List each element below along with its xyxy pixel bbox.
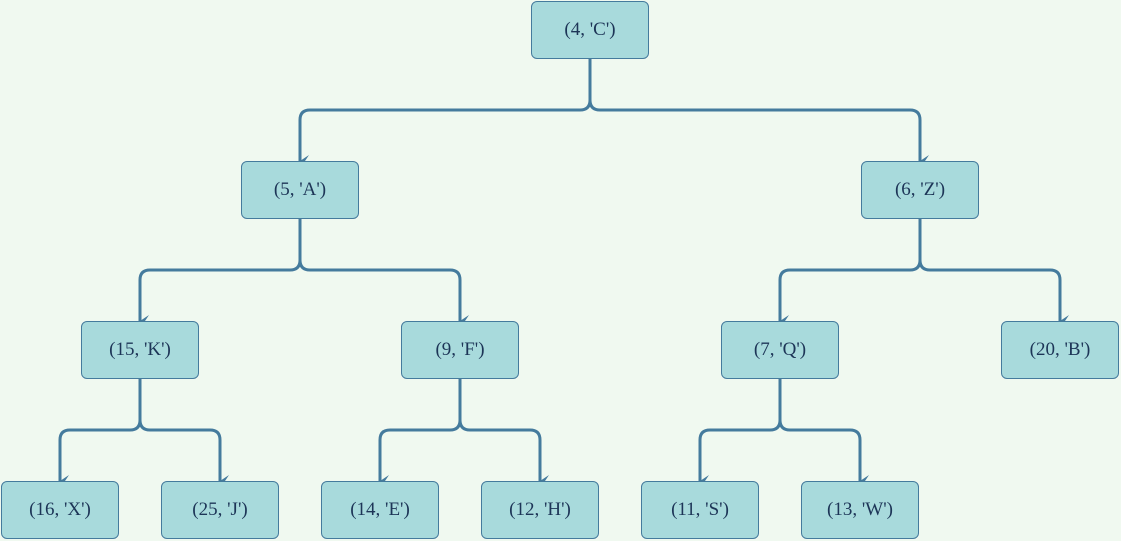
tree-node-20-b: (20, 'B') — [1001, 321, 1119, 379]
edge-n9F-to-n12H — [458, 379, 549, 487]
tree-node-11-s: (11, 'S') — [641, 481, 759, 539]
edge-n4C-to-n5A — [298, 59, 592, 167]
edge-n4C-to-n6Z — [588, 59, 929, 167]
tree-node-6-z: (6, 'Z') — [861, 161, 979, 219]
tree-node-4-c: (4, 'C') — [531, 1, 649, 59]
tree-node-25-j: (25, 'J') — [161, 481, 279, 539]
tree-node-12-h: (12, 'H') — [481, 481, 599, 539]
edge-n9F-to-n14E — [378, 379, 462, 487]
edge-n15K-to-n16X — [58, 379, 142, 487]
edge-n7Q-to-n13W — [778, 379, 869, 487]
tree-node-15-k: (15, 'K') — [81, 321, 199, 379]
edge-n6Z-to-n20B — [918, 219, 1069, 327]
tree-node-9-f: (9, 'F') — [401, 321, 519, 379]
tree-node-16-x: (16, 'X') — [1, 481, 119, 539]
tree-node-5-a: (5, 'A') — [241, 161, 359, 219]
edge-n5A-to-n15K — [138, 219, 302, 327]
tree-node-14-e: (14, 'E') — [321, 481, 439, 539]
tree-node-7-q: (7, 'Q') — [721, 321, 839, 379]
tree-node-13-w: (13, 'W') — [801, 481, 919, 539]
edge-n7Q-to-n11S — [698, 379, 782, 487]
edge-n15K-to-n25J — [138, 379, 229, 487]
edge-n6Z-to-n7Q — [778, 219, 922, 327]
edge-n5A-to-n9F — [298, 219, 469, 327]
